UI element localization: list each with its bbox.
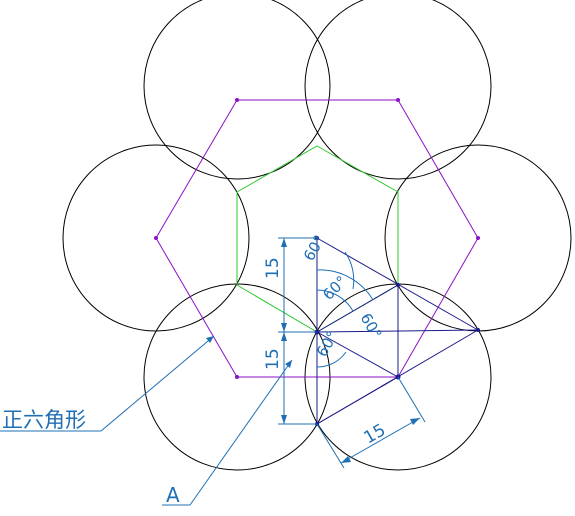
dimension-arrows [281, 238, 420, 463]
leader-lines [0, 335, 293, 506]
dimension-slanted: 15 [361, 420, 390, 448]
angle-label-middle: 60° [319, 272, 351, 304]
dimension-lines [278, 237, 426, 469]
dimension-vertical-upper: 15 [263, 257, 283, 279]
angle-label-top: 60° [300, 232, 329, 264]
circle-top-right [304, 0, 492, 180]
circle-top-left [143, 0, 331, 180]
dimension-vertical-lower: 15 [263, 348, 283, 370]
hexagon-callout-label: 正六角形 [2, 408, 86, 432]
leader-arrows [206, 336, 292, 368]
angle-label-right: 60° [357, 310, 386, 342]
point-a-label: A [166, 483, 180, 507]
